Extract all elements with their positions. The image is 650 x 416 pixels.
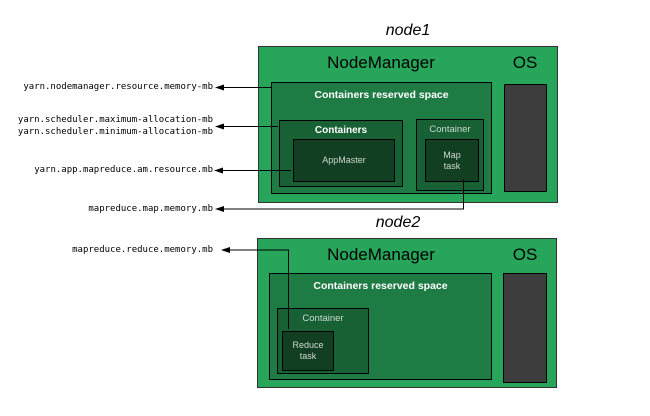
node2-os-label: OS xyxy=(512,245,538,264)
config-label-am-resource: yarn.app.mapreduce.am.resource.mb xyxy=(34,165,213,175)
node1-nodemanager-label: NodeManager xyxy=(327,53,435,72)
node1-title: node1 xyxy=(385,22,431,39)
config-label-nodemanager-resource-memory: yarn.nodemanager.resource.memory-mb xyxy=(23,82,213,92)
node1-map-task-box: Map task xyxy=(425,139,479,182)
node2-reduce-task-box: Reduce task xyxy=(282,331,334,371)
node1-containers-box: Containers AppMaster xyxy=(279,120,403,187)
node1-appmaster-label: AppMaster xyxy=(322,155,366,165)
config-label-scheduler-minimum-allocation: yarn.scheduler.minimum-allocation-mb xyxy=(17,127,213,137)
node1-map-task-label-line1: Map xyxy=(443,149,461,160)
config-label-map-memory: mapreduce.map.memory.mb xyxy=(88,204,213,214)
node2-reduce-task-label-line1: Reduce xyxy=(292,340,324,350)
node2-container-label: Container xyxy=(302,313,344,324)
node2-reserved-space-label: Containers reserved space xyxy=(313,280,448,292)
config-label-scheduler-maximum-allocation: yarn.scheduler.maximum-allocation-mb xyxy=(17,115,213,125)
node1-reserved-space-label: Containers reserved space xyxy=(314,89,449,101)
node1-containers-label: Containers xyxy=(314,125,368,136)
arrowhead-scheduler xyxy=(215,123,224,130)
node1-map-task-label-line2: task xyxy=(443,160,461,171)
arrowhead-map-memory xyxy=(215,206,224,212)
node1-os-box xyxy=(504,84,547,192)
node2-reserved-space-box: Containers reserved space Container Redu… xyxy=(269,273,492,380)
node2-title: node2 xyxy=(375,214,421,231)
arrowhead-reduce-memory xyxy=(221,247,230,253)
node2-nodemanager-label: NodeManager xyxy=(327,245,435,264)
arrowhead-am-resource xyxy=(214,167,223,174)
node1-container-box: Container Map task xyxy=(416,119,484,191)
node1-os-label: OS xyxy=(512,53,538,72)
arrowhead-nm-memory xyxy=(215,84,224,91)
node1-nodemanager-box: NodeManager OS Containers reserved space… xyxy=(258,46,558,203)
node1-appmaster-box: AppMaster xyxy=(293,139,395,182)
node1-container-label: Container xyxy=(429,124,471,135)
node2-container-box: Container Reduce task xyxy=(277,308,369,374)
node2-nodemanager-box: NodeManager OS Containers reserved space… xyxy=(257,238,557,388)
node2-reduce-task-label-line2: task xyxy=(299,351,317,361)
node1-reserved-space-box: Containers reserved space Containers App… xyxy=(271,82,492,194)
config-label-reduce-memory: mapreduce.reduce.memory.mb xyxy=(72,245,213,255)
node2-os-box xyxy=(503,273,547,383)
